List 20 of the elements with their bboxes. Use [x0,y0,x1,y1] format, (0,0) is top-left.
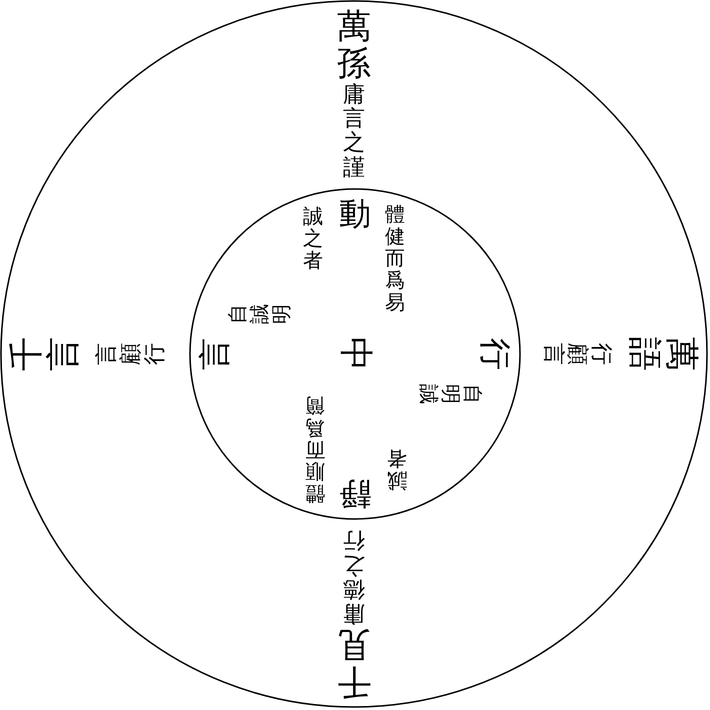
heading-text: 中 [336,337,374,371]
verse-text: 庸言之謹 [343,84,365,180]
heading-text: 萬語 [624,337,700,371]
heading-text: 言 [197,338,233,370]
verse-text: 庸德之行 [343,528,365,624]
verse-text: 自明誠 [418,384,484,404]
verse-text: 行顧言 [540,343,612,365]
heading-text: 萬孫 [337,8,371,84]
verse-text: 言顧行 [96,343,168,365]
heading-text: 動 [339,196,371,232]
heading-text: 靜 [339,476,371,512]
verse-text: 誠之者 [303,205,323,271]
heading-text: 行 [477,338,513,370]
heading-text: 千見 [337,624,371,700]
verse-text: 體順而爲簡 [305,395,325,505]
verse-text: 誠者 [387,448,407,492]
verse-text: 自誠明 [226,304,292,324]
verse-text: 體健而爲易 [385,203,405,313]
circle-node [190,189,520,519]
heading-text: 千言 [8,337,84,371]
